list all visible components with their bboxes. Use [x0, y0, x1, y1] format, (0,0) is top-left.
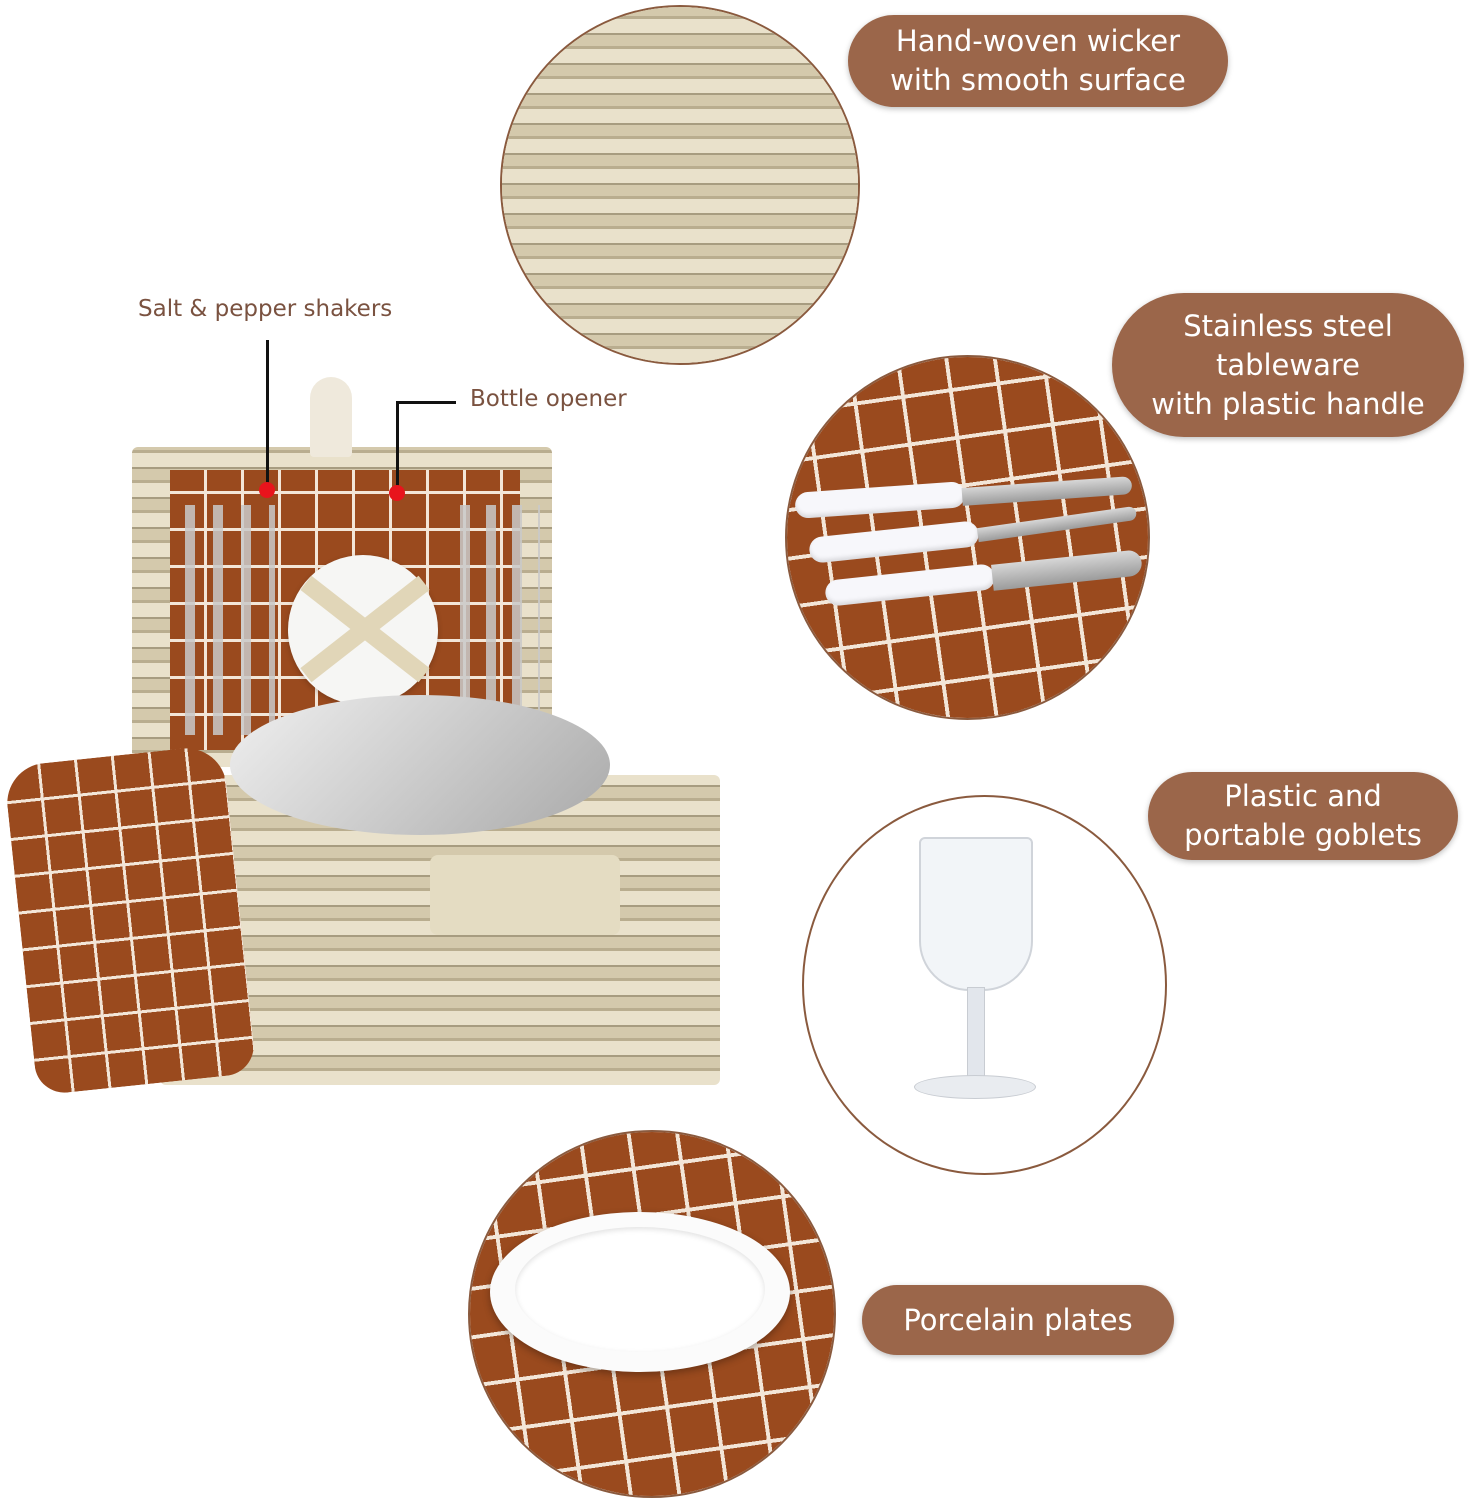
- callout-salt-pepper-label: Salt & pepper shakers: [138, 296, 393, 322]
- feature-goblet-image: [802, 795, 1167, 1175]
- basket-latch: [430, 855, 620, 935]
- feature-wicker-image: [500, 5, 860, 365]
- feature-plate-label: Porcelain plates: [862, 1285, 1174, 1355]
- callout-salt-pepper-leader: [266, 340, 269, 490]
- cooler-bag: [230, 695, 610, 835]
- lid-cutlery-right: [460, 505, 540, 735]
- rolled-blanket: [3, 744, 257, 1096]
- callout-bottle-opener-label: Bottle opener: [470, 386, 627, 412]
- feature-goblet-label: Plastic and portable goblets: [1148, 772, 1458, 860]
- feature-cutlery-label: Stainless steel tableware with plastic h…: [1112, 293, 1464, 437]
- feature-plate-image: [468, 1130, 836, 1498]
- lid-clasp: [310, 377, 352, 457]
- basket-body: [160, 775, 720, 1085]
- feature-cutlery-image: [785, 355, 1150, 720]
- feature-wicker-label: Hand-woven wicker with smooth surface: [848, 15, 1228, 107]
- salt-pepper-marker-icon: [259, 482, 275, 498]
- callout-bottle-opener-leader-v: [396, 401, 399, 489]
- lid-cutlery-left: [185, 505, 275, 735]
- callout-bottle-opener-leader-h: [396, 401, 456, 404]
- bottle-opener-marker-icon: [389, 485, 405, 501]
- picnic-basket-image: [3, 375, 750, 1096]
